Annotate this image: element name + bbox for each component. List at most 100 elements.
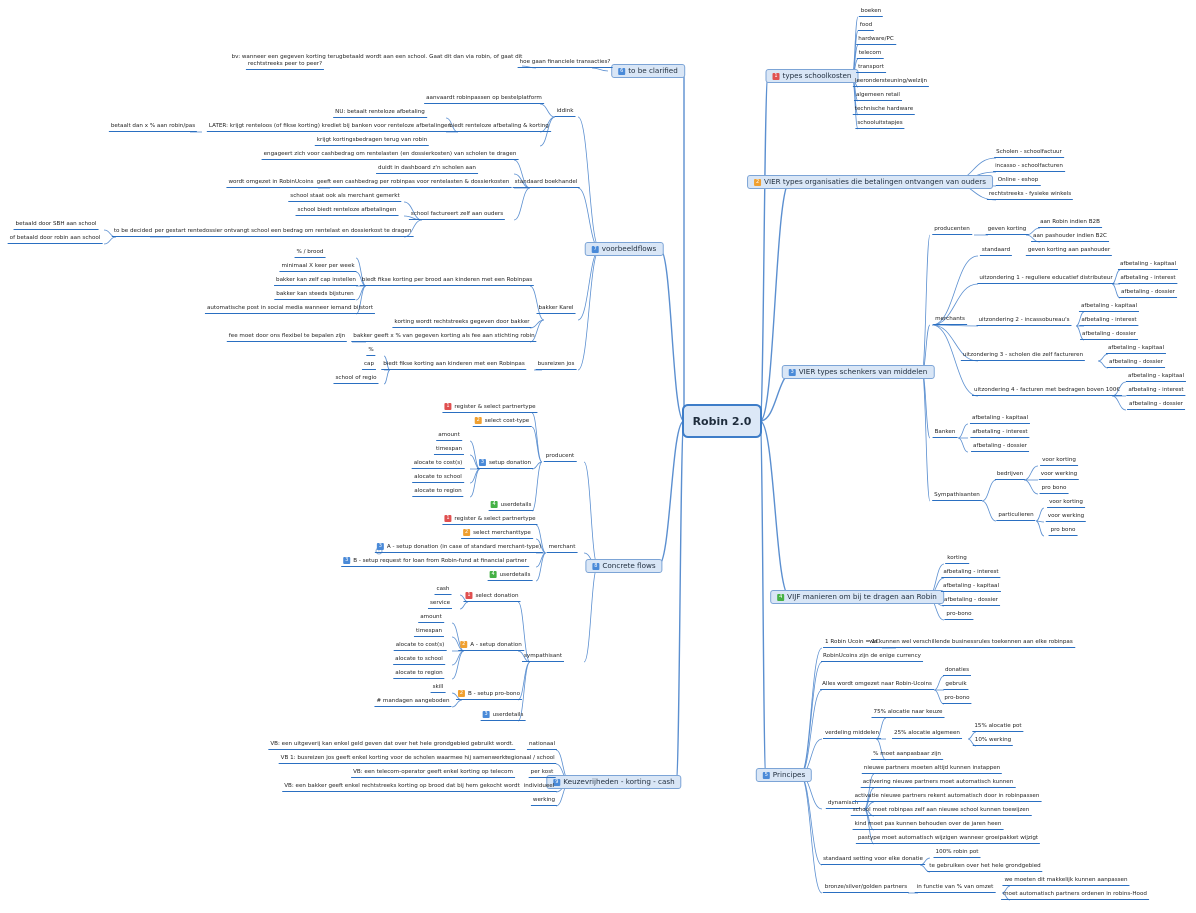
leaf[interactable]: minimaal X keer per week <box>279 262 357 272</box>
leaf[interactable]: krijgt kortingsbedragen terug van robin <box>314 136 430 146</box>
leaf[interactable]: school staat ook als merchant gemerkt <box>288 192 402 202</box>
leaf[interactable]: leerondersteuning/welzijn <box>852 77 930 87</box>
leaf[interactable]: afbetaling - interest <box>970 428 1030 438</box>
node-tbd[interactable]: to be decided <box>111 227 155 237</box>
leaf[interactable]: voor korting <box>1047 498 1085 508</box>
node-regio[interactable]: regionaal / school <box>503 754 557 764</box>
leaf[interactable]: afbetaling - kapitaal <box>1125 372 1187 382</box>
node-geven-korting[interactable]: geven korting <box>985 225 1029 235</box>
leaf[interactable]: betaald door SBH aan school <box>13 220 99 230</box>
node-sympathisanten[interactable]: Sympathisanten <box>932 491 982 501</box>
leaf[interactable]: VB 1: busreizen jos geeft enkel korting … <box>278 754 510 764</box>
leaf-detail-1[interactable]: bv: wanneer een gegeven korting terugbet… <box>231 54 523 60</box>
leaf[interactable]: % <box>366 346 376 356</box>
node-producent[interactable]: producent <box>543 452 577 462</box>
node-kost[interactable]: per kost <box>528 768 556 778</box>
leaf[interactable]: Online - eshop <box>995 176 1041 186</box>
leaf[interactable]: gebruik <box>943 680 969 690</box>
leaf[interactable]: pro-bono <box>942 694 972 704</box>
node-brons[interactable]: bronze/silver/golden partners <box>822 883 910 893</box>
leaf[interactable]: boeken <box>858 7 884 17</box>
node-ucoin[interactable]: 1 Robin Ucoin = 1€ <box>823 638 881 648</box>
node-transacties[interactable]: hoe gaan financiele transacties? <box>517 58 613 68</box>
leaf[interactable]: bakker kan steeds bijsturen <box>274 290 356 300</box>
node-biedt-rente[interactable]: biedt renteloze afbetaling & korting <box>447 122 551 132</box>
leaf[interactable]: timespan <box>433 445 465 455</box>
leaf[interactable]: fee moet door ons flexibel te bepalen zi… <box>226 332 348 342</box>
leaf[interactable]: of betaald door robin aan school <box>7 234 103 244</box>
node-particulieren[interactable]: particulieren <box>996 511 1036 521</box>
leaf[interactable]: skill <box>430 683 446 693</box>
node-merchant[interactable]: merchant <box>546 543 578 553</box>
leaf[interactable]: korting <box>945 554 969 564</box>
leaf[interactable]: activatie nieuwe partners rekent automat… <box>852 792 1042 802</box>
leaf[interactable]: aanvaardt robinpassen op bestelplatform <box>424 94 544 104</box>
leaf[interactable]: we moeten dit makkelijk kunnen aanpassen <box>1002 876 1130 886</box>
leaf[interactable]: alocate to cost(s) <box>411 459 465 469</box>
node-per-gestart[interactable]: per gestart rentedossier ontvangt school… <box>152 227 414 237</box>
root-topic[interactable]: Robin 2.0 <box>682 404 762 438</box>
node-werking[interactable]: werking <box>530 796 558 806</box>
node-banken[interactable]: Banken <box>932 428 958 438</box>
node-bakker[interactable]: bakker Karel <box>536 304 576 314</box>
leaf[interactable]: alocate to region <box>393 669 445 679</box>
leaf[interactable]: afbetaling - kapitaal <box>1105 344 1167 354</box>
leaf[interactable]: afbetaling - dossier <box>1107 358 1165 368</box>
node-standaard[interactable]: standaard <box>979 246 1013 256</box>
leaf[interactable]: school moet robinpas zelf aan nieuwe sch… <box>850 806 1032 816</box>
leaf[interactable]: amount <box>418 613 444 623</box>
leaf[interactable]: alocate to school <box>393 655 445 665</box>
leaf[interactable]: school of regio <box>333 374 379 384</box>
node-dynamisch[interactable]: dynamisch <box>825 799 861 809</box>
leaf[interactable]: pro bono <box>1048 526 1078 536</box>
leaf[interactable]: afbetaling - interest <box>1118 274 1178 284</box>
leaf[interactable]: cash <box>434 585 452 595</box>
leaf[interactable]: pro bono <box>1039 484 1069 494</box>
leaf[interactable]: 15% alocatie pot <box>972 722 1024 732</box>
leaf[interactable]: Scholen - schoolfactuur <box>994 148 1064 158</box>
node-bus-korting[interactable]: biedt fikse korting aan kinderen met een… <box>381 360 527 370</box>
leaf[interactable]: aan Robin indien B2B <box>1038 218 1102 228</box>
node-omgezet[interactable]: Alles wordt omgezet naar Robin-Ucoins <box>820 680 934 690</box>
leaf[interactable]: afbetaling - dossier <box>942 596 1000 606</box>
leaf[interactable]: alocate to school <box>412 473 464 483</box>
leaf[interactable]: # mandagen aangeboden <box>374 697 452 707</box>
leaf[interactable]: amount <box>436 431 462 441</box>
node-merchants[interactable]: merchants <box>933 315 967 325</box>
leaf[interactable]: VB: een bakker geeft enkel rechtstreeks … <box>282 782 522 792</box>
leaf[interactable]: RobinUcoins zijn de enige currency <box>821 652 923 662</box>
leaf[interactable]: te gebruiken over het hele grondgebied <box>927 862 1043 872</box>
node-iddink[interactable]: iddink <box>554 107 576 117</box>
leaf-detail-2[interactable]: rechtstreeks peer to peer? <box>245 60 325 70</box>
node-uitzondering-2[interactable]: uitzondering 2 - incassobureau's <box>976 316 1072 326</box>
leaf[interactable]: food <box>857 21 875 31</box>
leaf[interactable]: service <box>427 599 453 609</box>
leaf[interactable]: % / brood <box>294 248 326 258</box>
leaf[interactable]: 10% werking <box>972 736 1014 746</box>
node-school-fact[interactable]: school factureert zelf aan ouders <box>408 210 506 220</box>
leaf[interactable]: geven korting aan pashouder <box>1025 246 1113 256</box>
node-uitzondering-4[interactable]: uitzondering 4 - facturen met bedragen b… <box>972 386 1122 396</box>
leaf[interactable]: afbetaling - dossier <box>1119 288 1177 298</box>
leaf[interactable]: hardware/PC <box>856 35 896 45</box>
leaf[interactable]: schooluitstapjes <box>855 119 905 129</box>
leaf[interactable]: wordt omgezet in RobinUcoins <box>226 178 316 188</box>
leaf[interactable]: pro-bono <box>944 610 974 620</box>
leaf[interactable]: 75% alocatie naar keuze <box>871 708 945 718</box>
leaf[interactable]: we kunnen wel verschillende businessrule… <box>867 638 1075 648</box>
leaf[interactable]: alocate to cost(s) <box>393 641 447 651</box>
node-fee[interactable]: bakker geeft x % van gegeven korting als… <box>351 332 537 342</box>
leaf[interactable]: VB: een uitgeverij kan enkel geld geven … <box>268 740 516 750</box>
leaf[interactable]: donaties <box>942 666 972 676</box>
node-omzet[interactable]: in functie van % van omzet <box>914 883 996 893</box>
